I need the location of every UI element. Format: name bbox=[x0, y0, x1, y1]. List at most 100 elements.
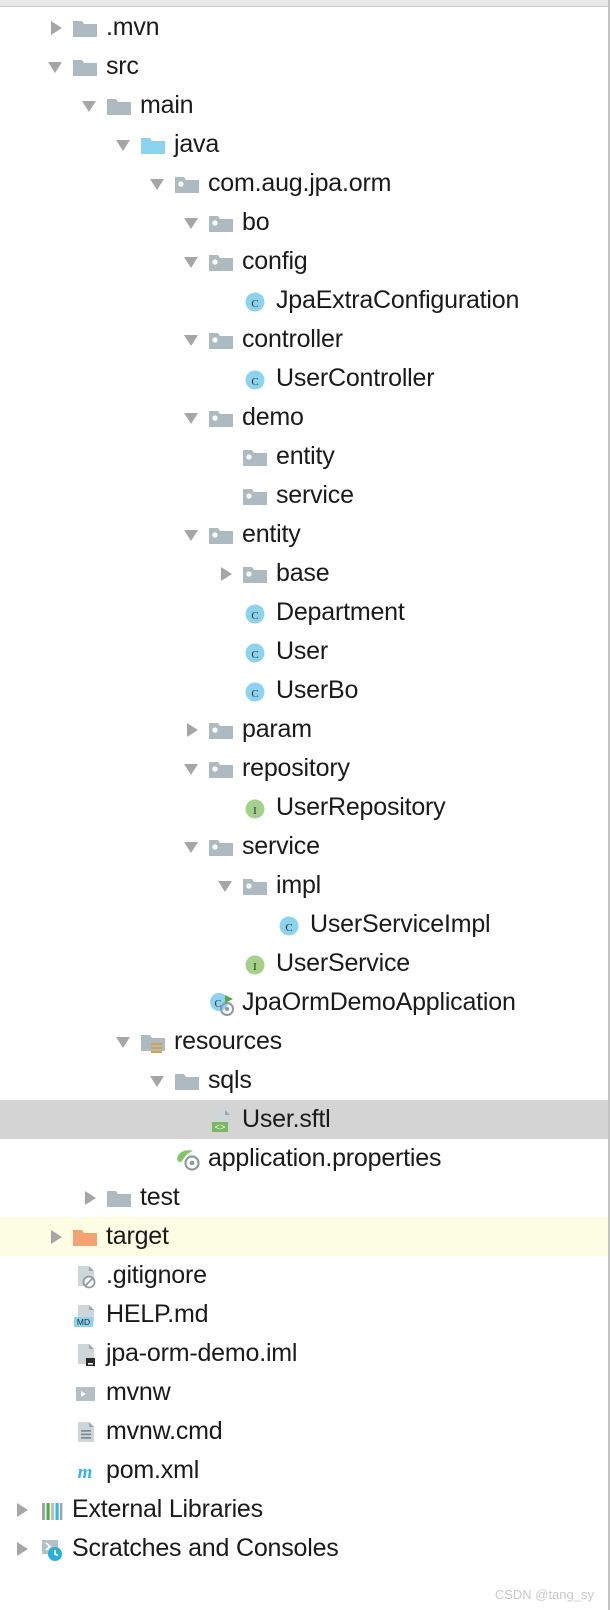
package-icon bbox=[240, 442, 272, 472]
tree-row[interactable]: mvnw.cmd bbox=[0, 1412, 608, 1451]
chevron-down-icon[interactable] bbox=[180, 398, 206, 437]
tree-row[interactable]: com.aug.jpa.orm bbox=[0, 164, 608, 203]
tree-row[interactable]: entity bbox=[0, 515, 608, 554]
chevron-down-icon[interactable] bbox=[180, 749, 206, 788]
tree-arrow-placeholder bbox=[44, 1334, 70, 1373]
chevron-right-icon[interactable] bbox=[214, 554, 240, 593]
tree-row[interactable]: param bbox=[0, 710, 608, 749]
svg-text:C: C bbox=[251, 688, 258, 700]
chevron-right-icon[interactable] bbox=[78, 1178, 104, 1217]
package-icon bbox=[206, 247, 238, 277]
tree-row-label: Department bbox=[276, 598, 405, 626]
chevron-down-icon[interactable] bbox=[180, 203, 206, 242]
class-icon: C bbox=[240, 598, 272, 628]
tree-arrow-placeholder bbox=[214, 437, 240, 476]
chevron-down-icon[interactable] bbox=[180, 827, 206, 866]
tree-row-label: service bbox=[242, 832, 320, 860]
tree-row[interactable]: java bbox=[0, 125, 608, 164]
file-text-icon bbox=[70, 1417, 102, 1447]
class-icon: C bbox=[240, 286, 272, 316]
tree-row[interactable]: src bbox=[0, 47, 608, 86]
svg-text:C: C bbox=[251, 376, 258, 388]
chevron-right-icon[interactable] bbox=[44, 1217, 70, 1256]
tree-row[interactable]: service bbox=[0, 827, 608, 866]
tree-row[interactable]: .gitignore bbox=[0, 1256, 608, 1295]
tree-arrow-placeholder bbox=[214, 788, 240, 827]
class-icon: C bbox=[240, 637, 272, 667]
tree-row-label: JpaExtraConfiguration bbox=[276, 286, 520, 314]
package-icon bbox=[240, 559, 272, 589]
tree-row[interactable]: entity bbox=[0, 437, 608, 476]
tree-row[interactable]: sqls bbox=[0, 1061, 608, 1100]
file-maven-icon: m bbox=[70, 1456, 102, 1486]
tree-arrow-placeholder bbox=[44, 1412, 70, 1451]
tree-row[interactable]: target bbox=[0, 1217, 608, 1256]
chevron-down-icon[interactable] bbox=[180, 242, 206, 281]
chevron-down-icon[interactable] bbox=[146, 1061, 172, 1100]
tree-row[interactable]: Scratches and Consoles bbox=[0, 1529, 608, 1568]
folder-gray-icon bbox=[70, 13, 102, 43]
tree-row[interactable]: application.properties bbox=[0, 1139, 608, 1178]
tree-row-label: com.aug.jpa.orm bbox=[208, 169, 392, 197]
tree-row[interactable]: mvnw bbox=[0, 1373, 608, 1412]
chevron-right-icon[interactable] bbox=[10, 1490, 36, 1529]
chevron-down-icon[interactable] bbox=[112, 1022, 138, 1061]
package-icon bbox=[172, 169, 204, 199]
tree-row[interactable]: main bbox=[0, 86, 608, 125]
file-code-icon: <> bbox=[206, 1105, 238, 1135]
chevron-down-icon[interactable] bbox=[180, 515, 206, 554]
tree-row[interactable]: <>User.sftl bbox=[0, 1100, 608, 1139]
tree-row-label: Scratches and Consoles bbox=[72, 1534, 339, 1562]
tree-row[interactable]: controller bbox=[0, 320, 608, 359]
tree-row-label: UserRepository bbox=[276, 793, 446, 821]
chevron-down-icon[interactable] bbox=[44, 47, 70, 86]
chevron-right-icon[interactable] bbox=[10, 1529, 36, 1568]
tree-row-label: service bbox=[276, 481, 354, 509]
tree-row-label: HELP.md bbox=[106, 1300, 209, 1328]
tree-row-label: resources bbox=[174, 1027, 282, 1055]
tree-row-label: mvnw bbox=[106, 1378, 171, 1406]
tree-row-label: entity bbox=[242, 520, 301, 548]
chevron-down-icon[interactable] bbox=[112, 125, 138, 164]
chevron-right-icon[interactable] bbox=[44, 8, 70, 47]
tree-row[interactable]: test bbox=[0, 1178, 608, 1217]
package-icon bbox=[206, 520, 238, 550]
tree-row[interactable]: service bbox=[0, 476, 608, 515]
tree-row[interactable]: demo bbox=[0, 398, 608, 437]
chevron-down-icon[interactable] bbox=[146, 164, 172, 203]
chevron-right-icon[interactable] bbox=[180, 710, 206, 749]
tree-row[interactable]: resources bbox=[0, 1022, 608, 1061]
tree-arrow-placeholder bbox=[44, 1295, 70, 1334]
tree-row[interactable]: .mvn bbox=[0, 8, 608, 47]
package-icon bbox=[240, 871, 272, 901]
tree-row[interactable]: MD HELP.md bbox=[0, 1295, 608, 1334]
tree-arrow-placeholder bbox=[44, 1451, 70, 1490]
tree-row[interactable]: jpa-orm-demo.iml bbox=[0, 1334, 608, 1373]
chevron-down-icon[interactable] bbox=[180, 320, 206, 359]
package-icon bbox=[240, 481, 272, 511]
chevron-down-icon[interactable] bbox=[214, 866, 240, 905]
tree-row[interactable]: External Libraries bbox=[0, 1490, 608, 1529]
tree-row[interactable]: config bbox=[0, 242, 608, 281]
tree-row-label: demo bbox=[242, 403, 304, 431]
tree-row-label: User bbox=[276, 637, 328, 665]
svg-text:MD: MD bbox=[77, 1317, 90, 1327]
tree-row[interactable]: repository bbox=[0, 749, 608, 788]
tree-row-label: JpaOrmDemoApplication bbox=[242, 988, 516, 1016]
tree-row[interactable]: base bbox=[0, 554, 608, 593]
chevron-down-icon[interactable] bbox=[78, 86, 104, 125]
tree-row[interactable]: bo bbox=[0, 203, 608, 242]
tree-row[interactable]: impl bbox=[0, 866, 608, 905]
